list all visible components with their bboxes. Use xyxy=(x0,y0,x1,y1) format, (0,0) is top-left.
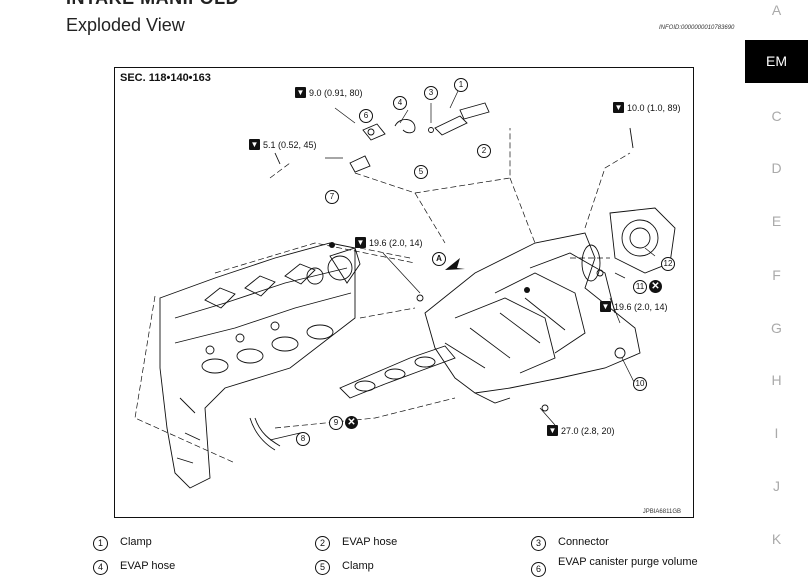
tab-em[interactable]: EM xyxy=(745,40,808,83)
callout-11: 11 xyxy=(633,280,647,294)
view-arrow-label: A xyxy=(432,252,446,266)
do-not-reuse-icon: ✕ xyxy=(649,280,662,293)
tab-a[interactable]: A xyxy=(771,2,782,18)
callout-12: 12 xyxy=(661,257,675,271)
tab-e[interactable]: E xyxy=(771,213,782,229)
torque-spec: ▼10.0 (1.0, 89) xyxy=(613,102,681,113)
tab-h[interactable]: H xyxy=(771,372,782,388)
callout-6: 6 xyxy=(359,109,373,123)
figure-code: JPBIA6811GB xyxy=(642,509,681,515)
callout-7: 7 xyxy=(325,190,339,204)
tab-c[interactable]: C xyxy=(771,108,782,124)
callout-4: 4 xyxy=(393,96,407,110)
tab-f[interactable]: F xyxy=(772,267,781,283)
section-tab-bar: A EM C D E F G H I J K xyxy=(745,0,808,569)
torque-wrench-icon: ▼ xyxy=(295,87,306,98)
callout-8: 8 xyxy=(296,432,310,446)
tab-j[interactable]: J xyxy=(773,478,780,494)
torque-wrench-icon: ▼ xyxy=(249,139,260,150)
torque-spec: ▼19.6 (2.0, 14) xyxy=(355,237,423,248)
section-label: SEC. 118•140•163 xyxy=(120,72,211,84)
torque-spec: ▼27.0 (2.8, 20) xyxy=(547,425,615,436)
callout-5: 5 xyxy=(414,165,428,179)
callout-1: 1 xyxy=(454,78,468,92)
torque-wrench-icon: ▼ xyxy=(355,237,366,248)
torque-wrench-icon: ▼ xyxy=(613,102,624,113)
torque-spec: ▼19.6 (2.0, 14) xyxy=(600,301,668,312)
exploded-view-figure: SEC. 118•140•163 JPBIA6811GB ▼9.0 (0.91,… xyxy=(114,67,694,518)
tab-g[interactable]: G xyxy=(771,320,782,336)
section-title: INTAKE MANIFOLD xyxy=(66,0,239,9)
callout-3: 3 xyxy=(424,86,438,100)
exploded-view-drawing xyxy=(134,90,676,489)
page-title: Exploded View xyxy=(66,15,185,35)
callout-2: 2 xyxy=(477,144,491,158)
tab-i[interactable]: I xyxy=(774,425,779,441)
torque-spec: ▼9.0 (0.91, 80) xyxy=(295,87,363,98)
torque-wrench-icon: ▼ xyxy=(547,425,558,436)
torque-wrench-icon: ▼ xyxy=(600,301,611,312)
tab-d[interactable]: D xyxy=(771,160,782,176)
callout-10: 10 xyxy=(633,377,647,391)
do-not-reuse-icon: ✕ xyxy=(345,416,358,429)
info-id: INFOID:0000000010783690 xyxy=(659,25,735,31)
tab-k[interactable]: K xyxy=(771,531,782,547)
torque-spec: ▼5.1 (0.52, 45) xyxy=(249,139,317,150)
callout-9: 9 xyxy=(329,416,343,430)
